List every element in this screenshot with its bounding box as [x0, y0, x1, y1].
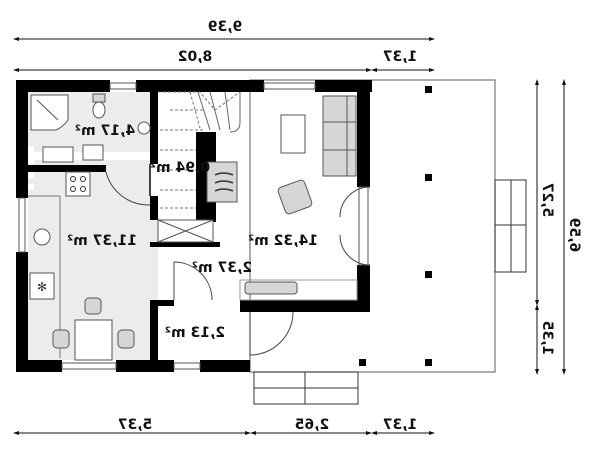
dim-bottom-mid: 2,65 — [295, 417, 330, 433]
radiator-icon — [42, 146, 74, 163]
dim-right-total: 6,59 — [566, 218, 582, 253]
room-area-storage: 0,94 m² — [150, 160, 210, 176]
room-area-living-room: 14,32 m² — [248, 233, 318, 249]
fireplace-icon — [206, 161, 238, 203]
entrance-steps — [253, 371, 359, 405]
washbasin-icon — [137, 121, 151, 135]
dining-table — [52, 297, 135, 361]
dim-right-upper: 5,27 — [539, 183, 555, 218]
dim-bottom-right: 1,37 — [383, 417, 418, 433]
kitchen-door-swing — [105, 171, 151, 206]
dim-bottom-left: 5,37 — [118, 417, 153, 433]
shower-icon — [30, 94, 69, 131]
room-area-bathroom: 4,17 m² — [75, 123, 135, 139]
room-area-kitchen: 11,37 m² — [67, 233, 137, 249]
wall-vents — [28, 146, 34, 190]
washing-machine-icon — [82, 144, 104, 161]
living-shelf — [239, 279, 358, 301]
room-area-hall: 2,37 m² — [192, 260, 252, 276]
dim-top-house: 8,02 — [178, 49, 213, 65]
dim-top-total: 9,39 — [208, 19, 243, 35]
windows — [18, 82, 369, 370]
sink-icon — [33, 228, 51, 246]
walls — [16, 80, 372, 372]
coffee-table — [280, 114, 306, 154]
hall-door-swing — [173, 261, 213, 301]
doors — [105, 164, 371, 356]
storage-box-icon — [157, 219, 214, 243]
terrace-steps-right — [494, 179, 527, 273]
terrace-pillars — [359, 86, 432, 366]
toilet-icon — [92, 93, 106, 119]
entrance-door-swing — [249, 311, 294, 356]
tv-cabinet — [244, 281, 298, 295]
terrace-door-swing — [339, 186, 371, 266]
dimension-lines — [13, 37, 566, 435]
kitchen-counter — [28, 195, 61, 358]
fridge-icon: ✻ — [29, 272, 55, 300]
room-area-vestibule: 2,13 m² — [165, 325, 225, 341]
svg-text:✻: ✻ — [37, 280, 47, 294]
dim-top-terrace: 1,37 — [383, 49, 418, 65]
vestibule-floor — [158, 300, 248, 360]
sofa-icon — [322, 95, 357, 177]
armchair-icon — [277, 179, 313, 215]
dim-right-lower: 1,35 — [539, 321, 555, 356]
stove-icon — [65, 171, 91, 197]
staircase — [158, 91, 241, 209]
